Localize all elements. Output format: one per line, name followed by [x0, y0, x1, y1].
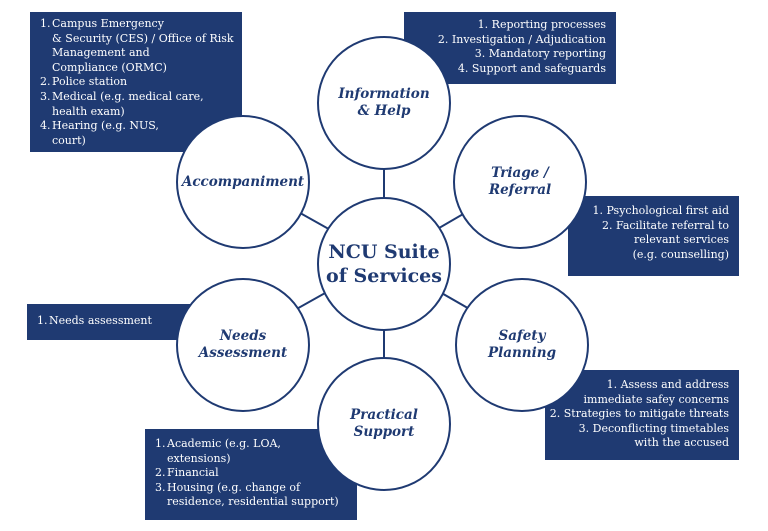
safety-planning-label: Safety Planning [487, 328, 557, 361]
info-item-number: 2. [437, 32, 452, 46]
info-item-number: 4. [457, 61, 472, 75]
needs-details-box: 1.Needs assessment [27, 304, 197, 340]
practical-support-node: Practical Support [317, 357, 451, 491]
triage-item: 1. Psychological first aid [574, 204, 729, 219]
accompaniment-details-box: 1.Campus Emergency & Security (CES) / Of… [30, 12, 242, 152]
needs-item-number: 1. [37, 314, 48, 327]
info-item: 2. Investigation / Adjudication [412, 33, 606, 48]
accompaniment-item-text: Campus Emergency & Security (CES) / Offi… [52, 17, 234, 74]
info-help-node: Information & Help [317, 36, 451, 170]
needs-item: 1.Needs assessment [37, 314, 191, 329]
triage-item: 2. Facilitate referral to relevant servi… [574, 219, 729, 263]
accompaniment-item-number: 4. [40, 119, 51, 133]
info-help-label: Information & Help [338, 86, 430, 119]
info-item: 3. Mandatory reporting [412, 47, 606, 62]
safety-item: 2. Strategies to mitigate threats [549, 407, 729, 422]
safety-item: 1. Assess and address immediate safey co… [549, 378, 729, 407]
accompaniment-node: Accompaniment [176, 115, 310, 249]
triage-details-box: 1. Psychological first aid 2. Facilitate… [568, 196, 739, 276]
accompaniment-item-number: 1. [40, 17, 51, 30]
info-item-number: 3. [474, 47, 489, 61]
accompaniment-item: 4.Hearing (e.g. NUS, court) [40, 119, 236, 148]
info-item-text: Investigation / Adjudication [451, 32, 606, 46]
triage-item-number: 1. [592, 204, 607, 217]
triage-item-text: Psychological first aid [606, 204, 729, 217]
ncu-suite-center-node: NCU Suite of Services [317, 197, 451, 331]
practical-item: 2.Financial [155, 466, 351, 481]
practical-item-text: Housing (e.g. change of residence, resid… [167, 480, 339, 509]
safety-item-text: Assess and address immediate safey conce… [583, 378, 729, 406]
info-item: 1. Reporting processes [412, 18, 606, 33]
practical-support-label: Practical Support [350, 407, 418, 440]
safety-item-number: 3. [578, 421, 593, 435]
accompaniment-label: Accompaniment [181, 173, 305, 190]
triage-referral-label: Triage / Referral [488, 165, 552, 198]
needs-item-text: Needs assessment [49, 314, 152, 327]
practical-item-number: 1. [155, 437, 166, 450]
practical-item: 3.Housing (e.g. change of residence, res… [155, 481, 351, 510]
info-item-text: Mandatory reporting [488, 47, 606, 61]
info-item-text: Reporting processes [491, 18, 606, 31]
info-item-number: 1. [477, 18, 492, 31]
info-details-box: 1. Reporting processes 2. Investigation … [404, 12, 616, 84]
needs-assessment-node: Needs Assessment [176, 278, 310, 412]
practical-item-text: Financial [167, 466, 219, 480]
safety-item-number: 1. [606, 378, 621, 391]
accompaniment-item-number: 3. [40, 89, 51, 103]
accompaniment-item: 3.Medical (e.g. medical care, health exa… [40, 90, 236, 119]
info-item-text: Support and safeguards [471, 61, 606, 75]
accompaniment-item-text: Hearing (e.g. NUS, court) [52, 119, 159, 147]
info-item: 4. Support and safeguards [412, 62, 606, 77]
triage-referral-node: Triage / Referral [453, 115, 587, 249]
accompaniment-item: 2.Police station [40, 75, 236, 90]
safety-item: 3. Deconflicting timetables with the acc… [549, 422, 729, 451]
accompaniment-item-text: Police station [52, 75, 128, 89]
practical-item-text: Academic (e.g. LOA, extensions) [167, 437, 281, 465]
safety-details-box: 1. Assess and address immediate safey co… [545, 370, 739, 460]
accompaniment-item-text: Medical (e.g. medical care, health exam) [52, 89, 204, 118]
safety-item-text: Deconflicting timetables with the accuse… [592, 421, 729, 450]
needs-assessment-label: Needs Assessment [198, 328, 288, 361]
triage-item-number: 2. [601, 218, 616, 232]
practical-item-number: 2. [155, 466, 166, 480]
practical-item: 1.Academic (e.g. LOA, extensions) [155, 437, 351, 466]
accompaniment-item-number: 2. [40, 75, 51, 89]
practical-item-number: 3. [155, 480, 166, 494]
triage-item-text: Facilitate referral to relevant services… [615, 218, 729, 261]
safety-item-text: Strategies to mitigate threats [563, 407, 729, 421]
safety-planning-node: Safety Planning [455, 278, 589, 412]
safety-item-number: 2. [549, 407, 564, 421]
ncu-suite-title: NCU Suite of Services [326, 241, 442, 287]
accompaniment-item: 1.Campus Emergency & Security (CES) / Of… [40, 17, 236, 75]
